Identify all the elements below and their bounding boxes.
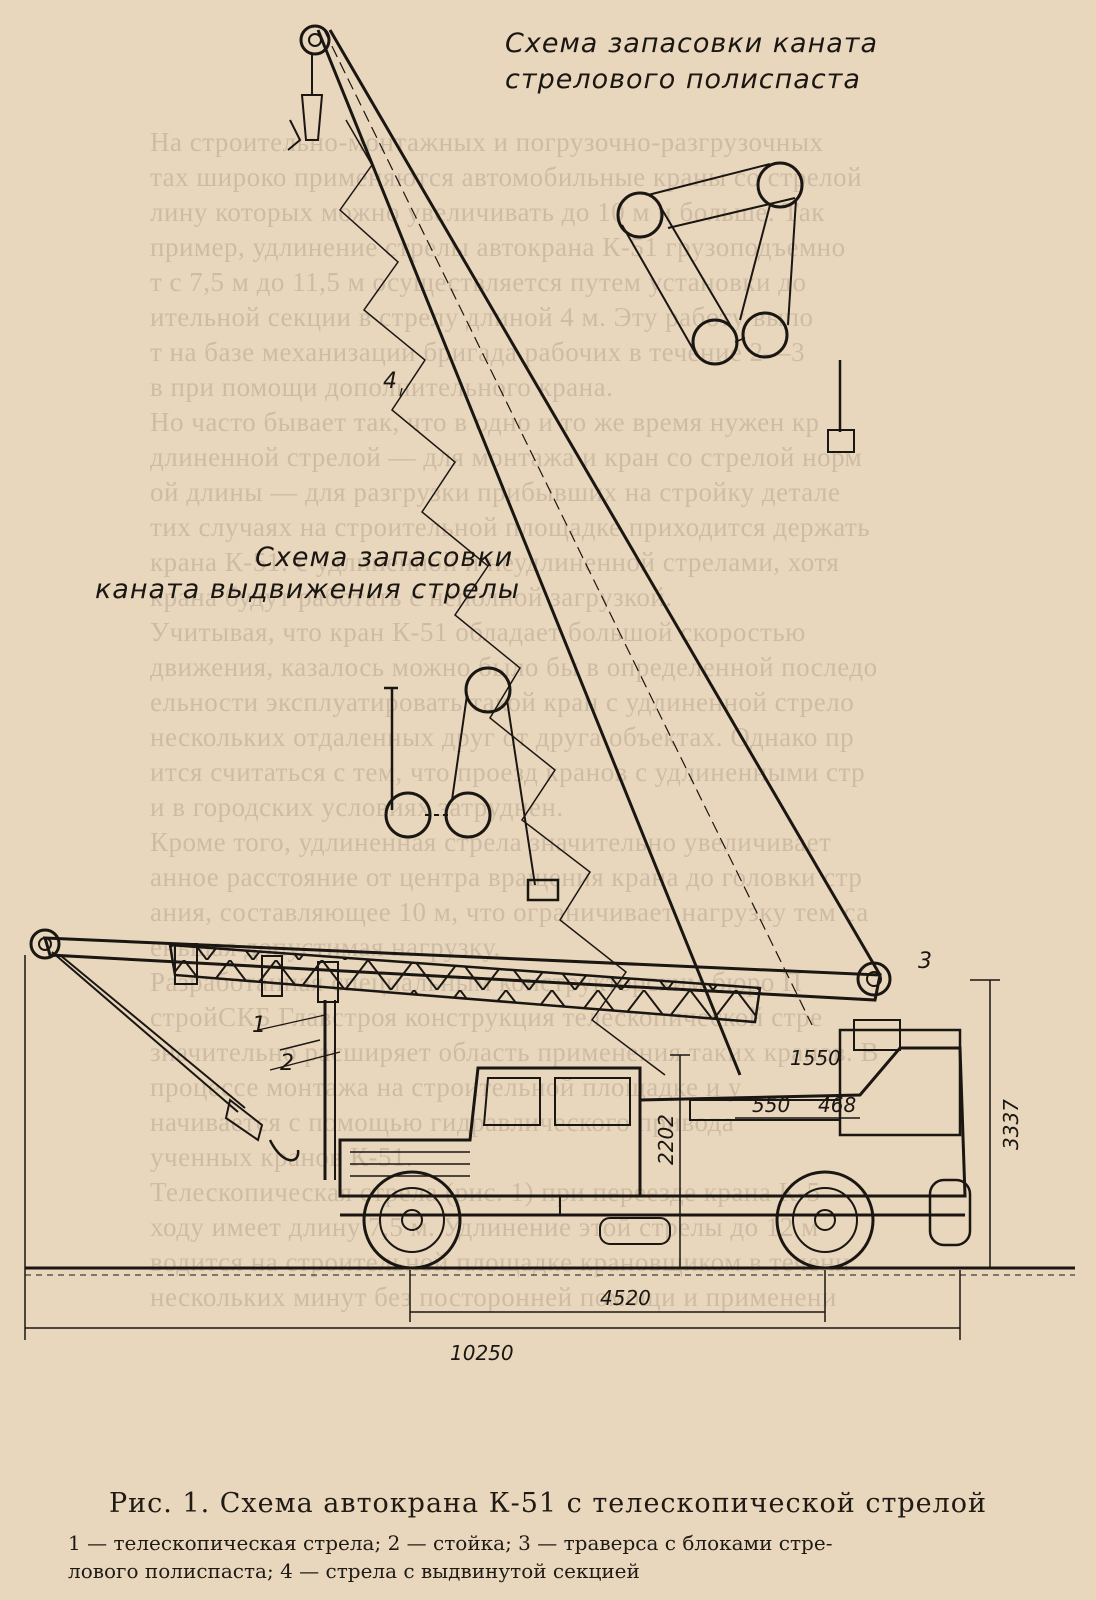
background-text-line: На строительно-монтажных и погрузочно-ра… (150, 127, 824, 157)
front-wheel (362, 1170, 462, 1270)
crane-diagram: 4 1 2 3 1550 550 468 2202 3337 4520 1025… (24, 24, 1075, 1365)
background-text-line: анное расстояние от центра вращения кран… (150, 862, 863, 892)
background-text-line: Но часто бывает так, что в одно и то же … (150, 407, 820, 437)
boom-stand (279, 1000, 336, 1180)
caption-legend-line2: лового полиспаста; 4 — стрела с выдвинут… (68, 1559, 640, 1583)
callout-labels: 4 1 2 3 (252, 369, 932, 1076)
callout-3: 3 (918, 949, 932, 974)
callout-4: 4 (383, 369, 397, 394)
caption-legend-line1: 1 — телескопическая стрела; 2 — стойка; … (68, 1531, 833, 1555)
background-text-line: тах широко применяются автомобильные кра… (150, 162, 863, 192)
dim-550: 550 (752, 1093, 790, 1117)
background-text-line: и в городских условиях затруднен. (150, 792, 564, 822)
callout-2: 2 (280, 1051, 294, 1076)
background-text-line: значительно расширяет область применения… (150, 1037, 880, 1067)
telescopic-boom (29, 928, 901, 1162)
background-text-line: движения, казалось можно было бы в опред… (150, 652, 878, 682)
background-text-line: ится считаться с тем, что проезд кранов … (150, 757, 866, 787)
background-text-line: ительной секции в стрелу длиной 4 м. Эту… (150, 302, 814, 332)
dimension-lines (24, 387, 1000, 1340)
rear-wheel (775, 1170, 875, 1270)
dim-1550: 1550 (790, 1046, 841, 1070)
caption-legend: 1 — телескопическая стрела; 2 — стойка; … (68, 1529, 1028, 1585)
background-text-line: ания, составляющее 10 м, что ограничивае… (150, 897, 869, 927)
background-text-line: ой длины — для разгрузки прибывших на ст… (150, 477, 841, 507)
background-text-line: длиненной стрелой — для монтажа и кран с… (150, 442, 863, 472)
background-text-line: крана будут работать с неполной загрузко… (150, 582, 673, 612)
background-text-line: ельности эксплуатировать такой кран с уд… (150, 687, 855, 717)
background-text-line: ходу имеет длину 7,5 м. Удлинение этой с… (150, 1212, 819, 1242)
callout-1: 1 (252, 1013, 266, 1038)
dimension-labels: 1550 550 468 2202 3337 4520 10250 (450, 1046, 1023, 1365)
figure-caption: Рис. 1. Схема автокрана К-51 с телескопи… (0, 1488, 1096, 1585)
background-text-line: нескольких минут без посторонней помощи … (150, 1282, 837, 1312)
outrigger-tank (928, 1178, 972, 1247)
rigging-top-label-line1: Схема запасовки каната (505, 28, 879, 59)
dim-3337: 3337 (999, 1099, 1023, 1150)
background-text-line: Телескопическая стрела (рис. 1) при пере… (150, 1177, 821, 1207)
ground-line (25, 1266, 1075, 1276)
dim-468: 468 (818, 1093, 856, 1117)
background-text-line: тих случаях на строительной площадке при… (150, 512, 871, 542)
background-text-line: в при помощи дополнительного крана. (150, 372, 614, 402)
boom-extension-rigging-sketch (384, 666, 560, 902)
caption-title: Рис. 1. Схема автокрана К-51 с телескопи… (108, 1488, 988, 1519)
background-text-line: крана К-51: с удлиненной и неудлиненной … (150, 547, 840, 577)
dim-10250: 10250 (450, 1341, 514, 1365)
boom-hoist-rigging-sketch (616, 161, 855, 453)
background-text-line: водится на строительной площадке крановщ… (150, 1247, 851, 1277)
background-text-line: Учитывая, что кран К-51 обладает большой… (150, 617, 806, 647)
rigging-mid-label-line2: каната выдвижения стрелы (95, 574, 521, 605)
background-text-line: лину которых можно увеличивать до 10 м и… (150, 197, 825, 227)
background-text-line: процессе монтажа на строительной площадк… (150, 1072, 742, 1102)
background-text-line: пример, удлинение стрелы автокрана К-51 … (150, 232, 846, 262)
rigging-mid-label-line1: Схема запасовки (255, 542, 514, 573)
dim-2202: 2202 (654, 1114, 678, 1165)
dim-4520: 4520 (600, 1286, 651, 1310)
extended-boom (287, 24, 882, 1076)
rigging-top-label-line2: стрелового полиспаста (505, 64, 861, 95)
